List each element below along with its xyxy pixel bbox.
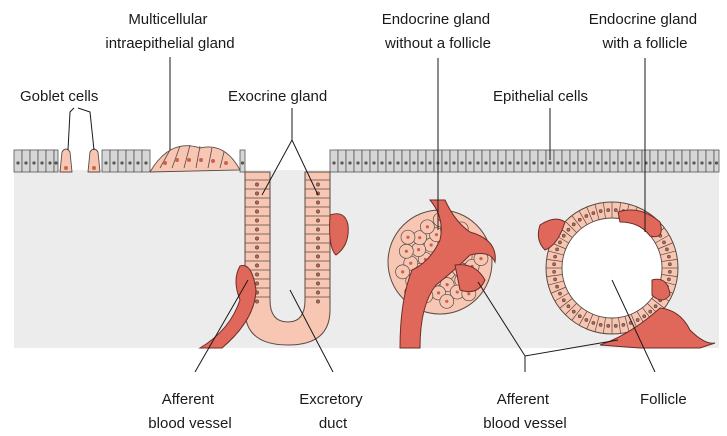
epithelial-layer [14,150,719,172]
goblet-cells [60,149,100,172]
intraepithelial-gland [150,145,240,172]
label-afferent-left: Afferent blood vessel [148,391,231,432]
label-excretory-duct: Excretory duct [299,391,367,432]
label-goblet-cells: Goblet cells [20,88,98,105]
label-endocrine-without: Endocrine gland without a follicle [382,11,495,52]
label-epithelial-cells: Epithelial cells [493,88,588,105]
label-multicellular: Multicellular intraepithelial gland [105,11,234,52]
label-afferent-right: Afferent blood vessel [483,391,566,432]
label-follicle: Follicle [640,391,687,408]
label-endocrine-with: Endocrine gland with a follicle [589,11,702,52]
label-exocrine-gland: Exocrine gland [228,88,327,105]
